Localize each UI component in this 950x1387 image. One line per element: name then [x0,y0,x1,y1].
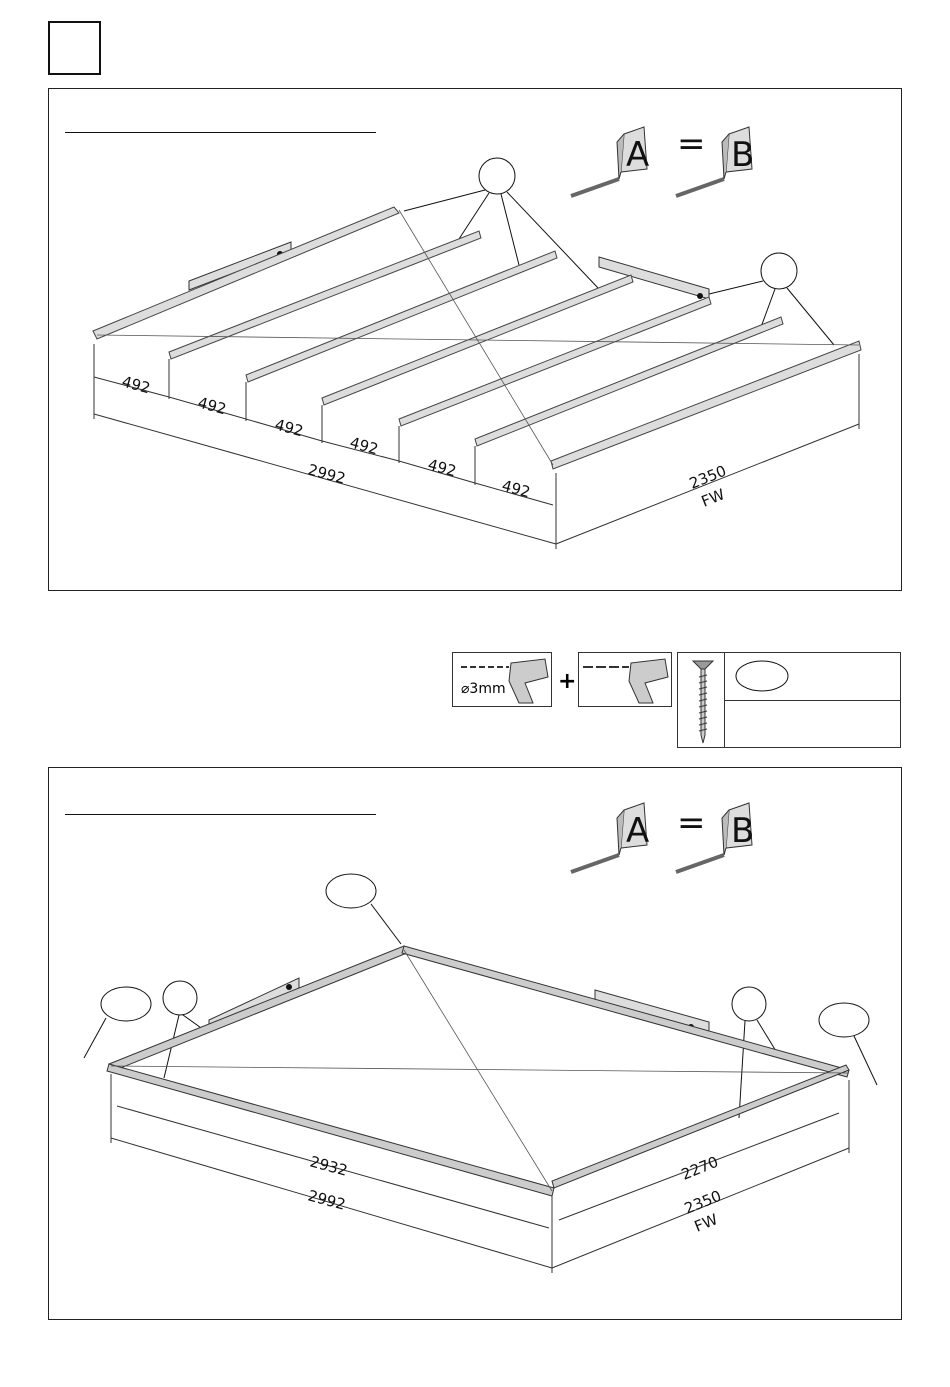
joists [93,207,861,469]
plus-sign: + [558,669,576,692]
callout-circle [479,158,515,194]
drill-icon [583,659,668,703]
callout-circle [163,981,197,1015]
step-panel-frame-assembly: A = B [48,767,902,1320]
spacing-dimension-5: 492 [426,455,458,480]
measure-label-a: A [626,135,649,175]
measure-label-b: B [731,811,754,851]
spirit-level-icon [189,242,291,290]
drill-screw-tool [578,652,672,707]
equals-sign: = [677,124,706,164]
screw-quantity-table [677,652,901,748]
step-number-box [48,21,101,75]
width-dimension: 2350 [682,1187,724,1218]
spacing-dimension-3: 492 [273,415,305,440]
callout-circle [761,253,797,289]
step-panel-joists-layout: A = B [48,88,902,591]
drill-pilot-hole-tool: ⌀3mm [452,652,552,707]
total-length-dimension: 2992 [306,1186,348,1213]
measure-label-a: A [626,811,649,851]
width-dimension: 2350 [687,462,729,493]
width-code: FW [699,485,728,511]
inner-length-dimension: 2932 [308,1152,350,1179]
screw-icon [688,657,718,745]
spacing-dimension-1: 492 [120,372,152,397]
callout-oval [734,659,790,693]
tape-measure-icon: A [571,127,649,196]
screw-callout-oval [326,874,376,908]
frame-assembly-drawing: A = B [49,768,901,1319]
spacing-dimension-4: 492 [348,433,380,458]
measure-label-b: B [731,135,754,175]
screw-callout-oval [101,987,151,1021]
callout-circle [732,987,766,1021]
joists-layout-drawing: A = B [49,89,901,590]
tape-measure-icon: A [571,803,649,872]
spacing-dimension-2: 492 [196,393,228,418]
inner-width-dimension: 2270 [679,1153,721,1184]
equals-sign: = [677,803,706,843]
spirit-level-icon [599,257,709,299]
spacing-dimension-6: 492 [500,476,532,501]
total-length-dimension: 2992 [306,460,348,487]
screw-callout-oval [819,1003,869,1037]
drill-bit-size-label: ⌀3mm [461,681,506,697]
